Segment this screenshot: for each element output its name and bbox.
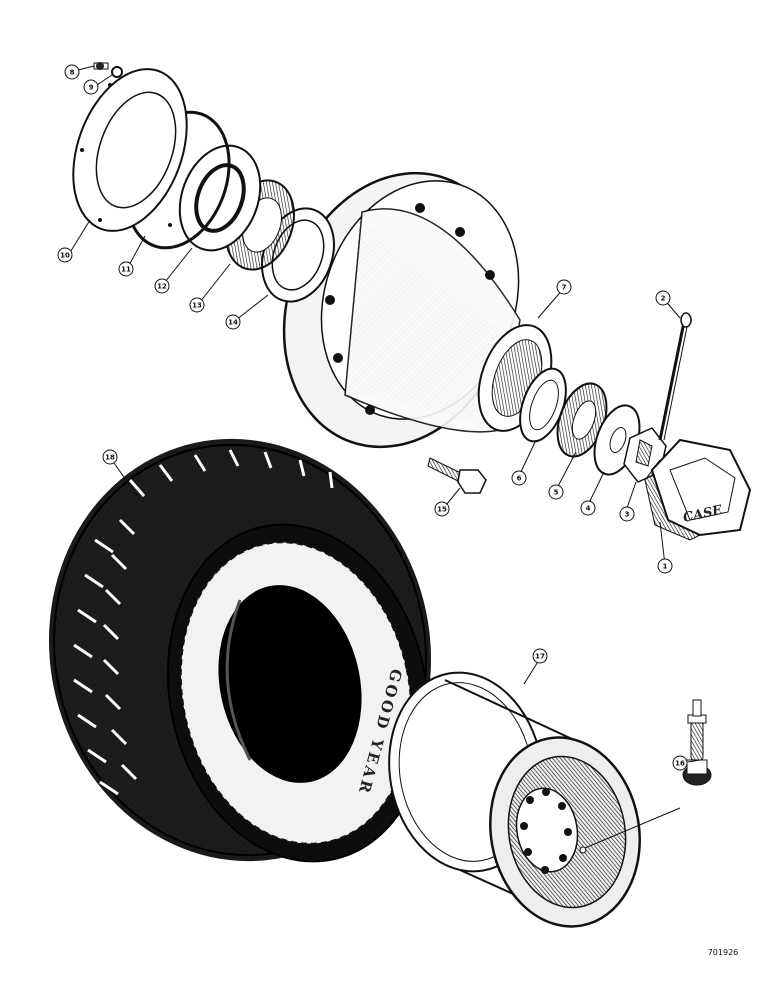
- callout-15: 15: [434, 501, 450, 517]
- callout-17: 17: [532, 648, 548, 664]
- wheel-hub: [282, 171, 553, 449]
- cotter-pin-2: [658, 312, 692, 441]
- callout-label: 12: [157, 283, 167, 291]
- callout-label: 14: [228, 319, 238, 327]
- lock-washer-9: [111, 66, 123, 78]
- callout-8: 8: [64, 64, 80, 80]
- bolt-8: [93, 62, 109, 70]
- bearing-cup-6: [519, 367, 567, 443]
- callout-14: 14: [225, 314, 241, 330]
- callout-9: 9: [83, 79, 99, 95]
- leader-lines: [68, 65, 701, 763]
- callout-label: 17: [535, 653, 545, 661]
- callout-13: 13: [189, 297, 205, 313]
- callout-label: 3: [625, 511, 630, 519]
- seal-retainer-10: [72, 68, 188, 232]
- callout-10: 10: [57, 247, 73, 263]
- tire: GOOD YEAR: [48, 438, 432, 863]
- callout-label: 10: [60, 252, 70, 260]
- tire-tread-lugs: [73, 449, 334, 796]
- callout-label: 1: [663, 563, 668, 571]
- callout-7: 7: [556, 279, 572, 295]
- callout-label: 18: [105, 454, 115, 462]
- callout-18: 18: [102, 449, 118, 465]
- callout-label: 16: [675, 760, 685, 768]
- callout-3: 3: [619, 506, 635, 522]
- callout-11: 11: [118, 261, 134, 277]
- callout-5: 5: [548, 484, 564, 500]
- hub-cap-1: CASE: [644, 438, 752, 541]
- callout-label: 11: [121, 266, 131, 274]
- callout-label: 2: [661, 295, 666, 303]
- bearing-cone-5: [556, 382, 608, 458]
- callout-12: 12: [154, 278, 170, 294]
- valve-stem: [682, 699, 712, 786]
- callout-label: 4: [586, 505, 591, 513]
- hub-bolt-15: [427, 457, 487, 494]
- callout-16: 16: [672, 755, 688, 771]
- callout-4: 4: [580, 500, 596, 516]
- callout-label: 6: [517, 475, 522, 483]
- wheel-rim: [388, 671, 681, 928]
- callout-label: 15: [437, 506, 447, 514]
- callout-label: 9: [89, 84, 94, 92]
- callout-label: 13: [192, 302, 202, 310]
- grease-seal-12: [178, 144, 262, 252]
- callout-1: 1: [657, 558, 673, 574]
- callout-label: 7: [562, 284, 567, 292]
- callout-label: 8: [70, 69, 75, 77]
- callout-label: 5: [554, 489, 559, 497]
- callout-2: 2: [655, 290, 671, 306]
- figure-id: 701926: [708, 948, 739, 957]
- callout-6: 6: [511, 470, 527, 486]
